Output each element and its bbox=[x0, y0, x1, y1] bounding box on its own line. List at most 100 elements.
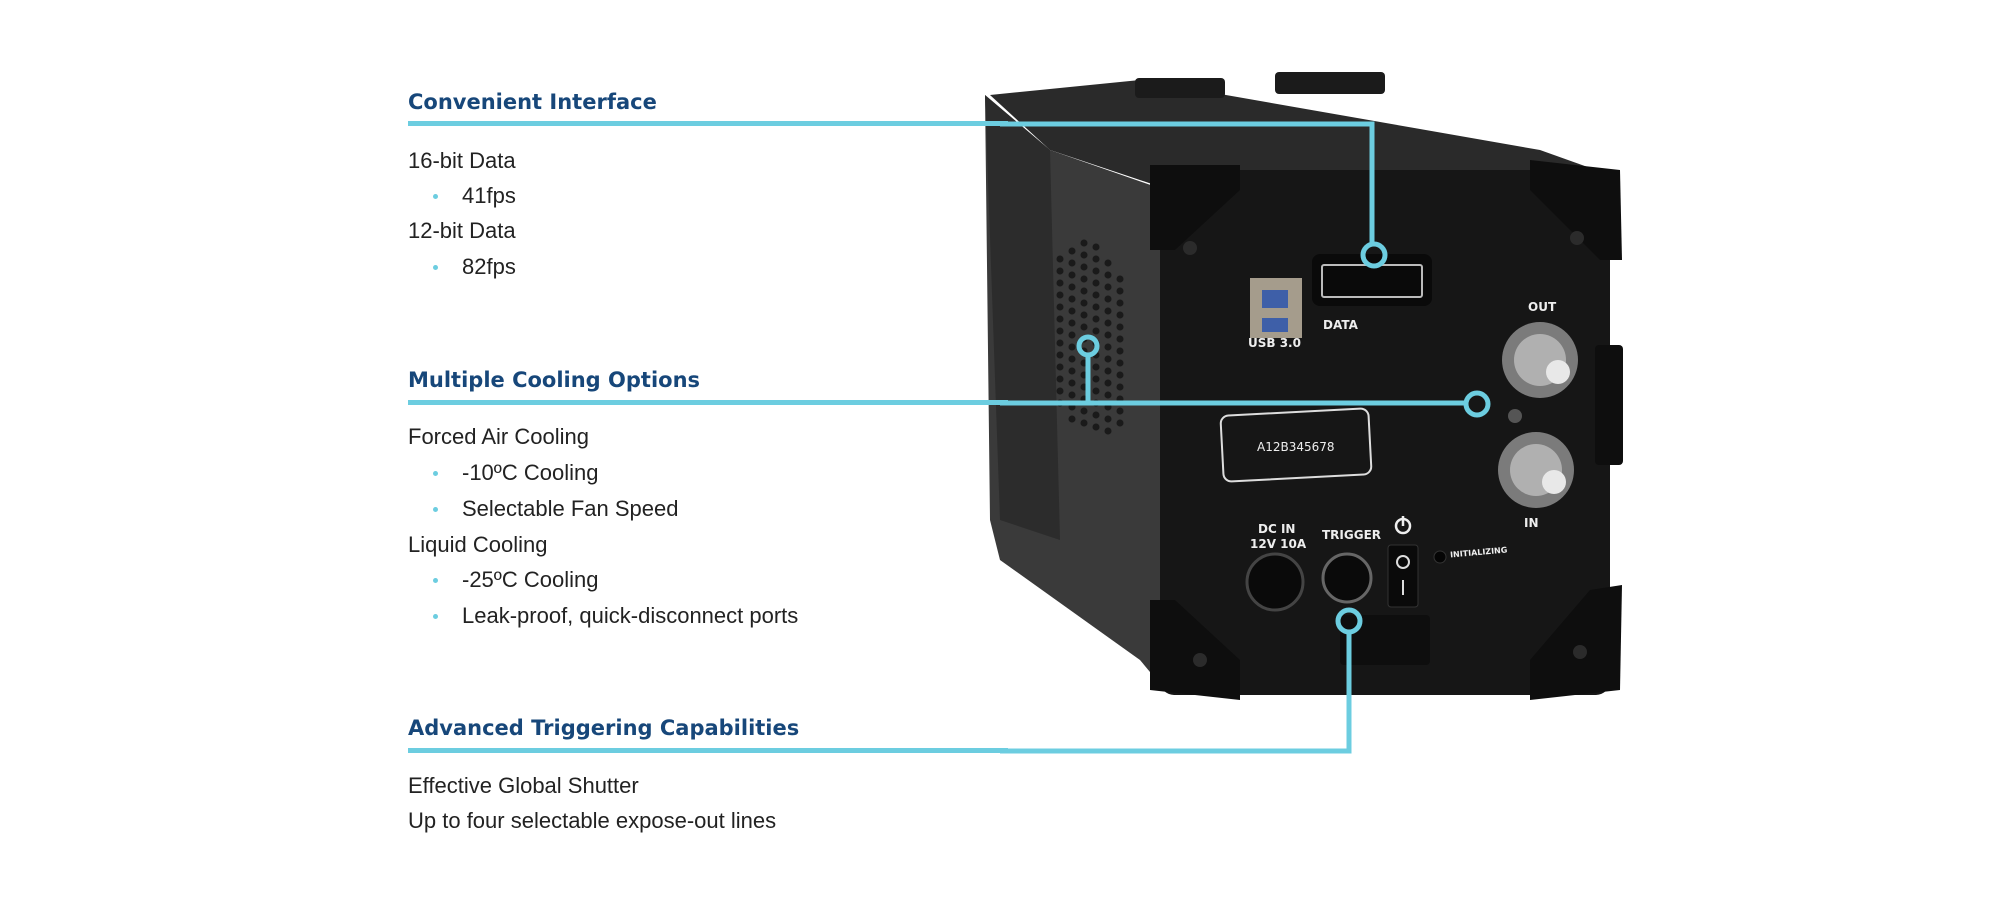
vent-hole bbox=[1092, 375, 1100, 383]
vent-hole bbox=[1116, 335, 1124, 343]
vent-hole bbox=[1080, 323, 1088, 331]
vent-hole bbox=[1116, 347, 1124, 355]
vent-hole bbox=[1056, 291, 1064, 299]
coolant-out-label: OUT bbox=[1528, 300, 1557, 314]
vent-hole bbox=[1080, 419, 1088, 427]
vent-hole bbox=[1092, 243, 1100, 251]
vent-hole bbox=[1056, 375, 1064, 383]
vent-hole bbox=[1080, 287, 1088, 295]
vent-hole bbox=[1092, 315, 1100, 323]
vent-hole bbox=[1092, 423, 1100, 431]
vent-hole bbox=[1068, 307, 1076, 315]
callout-line-interface bbox=[1000, 121, 1375, 244]
vent-hole bbox=[1068, 343, 1076, 351]
vent-hole bbox=[1092, 411, 1100, 419]
vent-hole bbox=[1068, 247, 1076, 255]
vent-hole bbox=[1092, 303, 1100, 311]
bullet-icon bbox=[433, 507, 438, 512]
vent-hole bbox=[1104, 379, 1112, 387]
vent-hole bbox=[1104, 271, 1112, 279]
vent-hole bbox=[1104, 343, 1112, 351]
spec-line: 16-bit Data bbox=[408, 148, 516, 173]
heading-triggering: Advanced Triggering Capabilities bbox=[408, 716, 800, 740]
vent-hole bbox=[1092, 363, 1100, 371]
vent-hole bbox=[1068, 271, 1076, 279]
vent-hole bbox=[1068, 259, 1076, 267]
heading-convenient-interface: Convenient Interface bbox=[408, 90, 657, 114]
vent-hole bbox=[1056, 267, 1064, 275]
spec-line: Liquid Cooling bbox=[408, 532, 548, 557]
spec-bullet: Selectable Fan Speed bbox=[462, 496, 679, 521]
vent-hole bbox=[1092, 279, 1100, 287]
vent-hole bbox=[1056, 303, 1064, 311]
vent-hole bbox=[1056, 339, 1064, 347]
vent-hole bbox=[1080, 311, 1088, 319]
vent-hole bbox=[1104, 331, 1112, 339]
vent-hole bbox=[1080, 275, 1088, 283]
vent-hole bbox=[1104, 427, 1112, 435]
vent-hole bbox=[1104, 367, 1112, 375]
vent-hole bbox=[1068, 295, 1076, 303]
vent-hole bbox=[1092, 267, 1100, 275]
vent-hole bbox=[1080, 239, 1088, 247]
vent-hole bbox=[1080, 407, 1088, 415]
vent-hole bbox=[1104, 415, 1112, 423]
coolant-in-label: IN bbox=[1524, 516, 1539, 530]
vent-hole bbox=[1056, 279, 1064, 287]
vent-hole bbox=[1116, 275, 1124, 283]
usb-label: USB 3.0 bbox=[1248, 336, 1301, 350]
divider-triggering bbox=[408, 748, 1008, 753]
heading-cooling-options: Multiple Cooling Options bbox=[408, 368, 701, 392]
bullet-icon bbox=[433, 614, 438, 619]
vent-hole bbox=[1104, 355, 1112, 363]
vent-hole bbox=[1116, 419, 1124, 427]
vent-hole bbox=[1116, 359, 1124, 367]
spec-bullet: -25ºC Cooling bbox=[462, 567, 599, 592]
vent-hole bbox=[1104, 259, 1112, 267]
vent-hole bbox=[1056, 363, 1064, 371]
divider-cooling bbox=[408, 400, 1008, 405]
vent-hole bbox=[1104, 307, 1112, 315]
serial-number: A12B345678 bbox=[1257, 440, 1335, 454]
spec-line: Up to four selectable expose-out lines bbox=[408, 808, 777, 833]
vent-hole bbox=[1116, 287, 1124, 295]
vent-hole bbox=[1068, 379, 1076, 387]
vent-hole bbox=[1092, 291, 1100, 299]
spec-bullet: Leak-proof, quick-disconnect ports bbox=[462, 603, 799, 628]
bullet-icon bbox=[433, 578, 438, 583]
vent-hole bbox=[1116, 311, 1124, 319]
vent-hole bbox=[1068, 319, 1076, 327]
vent-hole bbox=[1056, 387, 1064, 395]
spec-bullet: -10ºC Cooling bbox=[462, 460, 599, 485]
vent-hole bbox=[1056, 315, 1064, 323]
vent-hole bbox=[1068, 355, 1076, 363]
vent-hole bbox=[1116, 323, 1124, 331]
data-port-label: DATA bbox=[1323, 318, 1358, 332]
vent-hole bbox=[1080, 299, 1088, 307]
vent-hole bbox=[1116, 407, 1124, 415]
callout-dot-cooling-ports bbox=[1463, 390, 1491, 418]
vent-hole bbox=[1104, 283, 1112, 291]
bullet-icon bbox=[433, 471, 438, 476]
vent-hole bbox=[1116, 371, 1124, 379]
vent-hole bbox=[1092, 387, 1100, 395]
callout-dot-vent bbox=[1076, 334, 1100, 358]
vent-hole bbox=[1056, 255, 1064, 263]
bullet-icon bbox=[433, 194, 438, 199]
vent-hole bbox=[1068, 391, 1076, 399]
bullet-icon bbox=[433, 265, 438, 270]
vent-hole bbox=[1080, 251, 1088, 259]
vent-hole bbox=[1104, 391, 1112, 399]
vent-hole bbox=[1104, 295, 1112, 303]
vent-hole bbox=[1056, 351, 1064, 359]
vent-hole bbox=[1104, 319, 1112, 327]
vent-hole bbox=[1068, 367, 1076, 375]
dc-rating-label: 12V 10A bbox=[1250, 537, 1307, 551]
vent-hole bbox=[1116, 299, 1124, 307]
spec-bullet: 41fps bbox=[462, 183, 516, 208]
vent-hole bbox=[1116, 383, 1124, 391]
vent-hole bbox=[1080, 263, 1088, 271]
spec-bullet: 82fps bbox=[462, 254, 516, 279]
spec-line: 12-bit Data bbox=[408, 218, 516, 243]
